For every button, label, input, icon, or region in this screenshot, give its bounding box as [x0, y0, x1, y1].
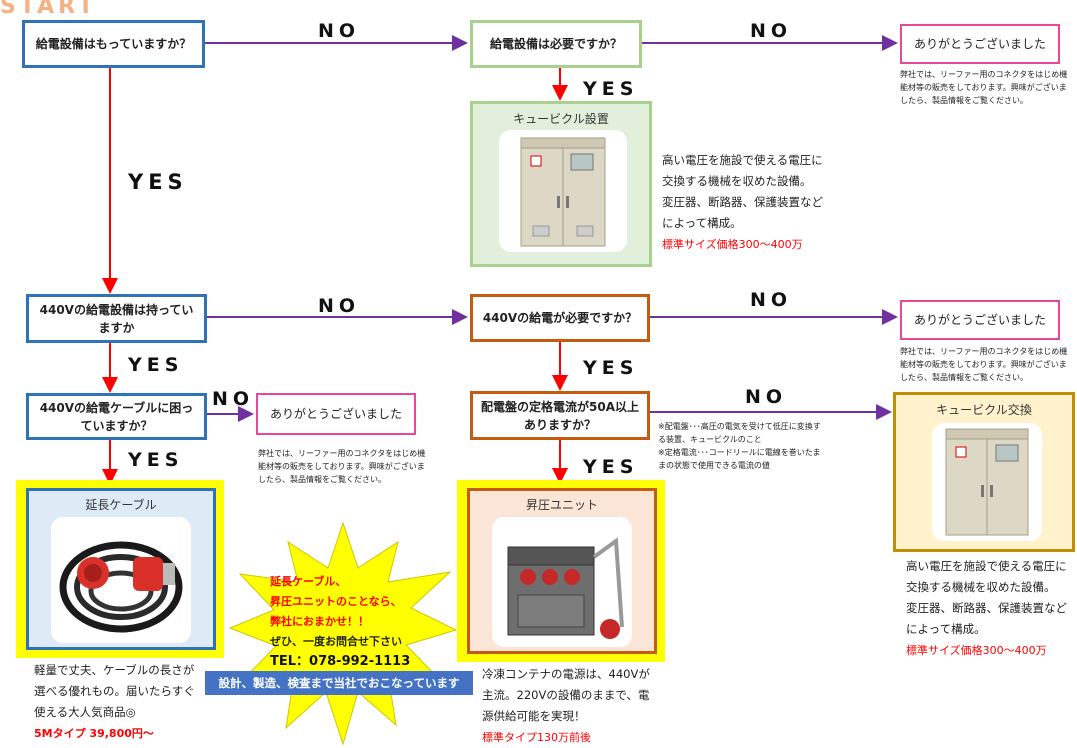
- definitions-note: ※配電盤･･･高圧の電気を受けて低圧に変換す る装置、キュービクルのこと ※定格…: [658, 422, 821, 470]
- cable-highlight-frame: 延長ケーブル: [16, 480, 224, 658]
- question-has-power-equipment[interactable]: 給電設備はもっていますか？: [22, 20, 205, 68]
- thanks-box-2[interactable]: ありがとうございました: [900, 300, 1060, 340]
- yes-label-q2: YES: [583, 78, 639, 100]
- no-label-6: NO: [745, 386, 788, 408]
- cubicle-replace-image: [932, 423, 1042, 541]
- cable-panel[interactable]: 延長ケーブル: [26, 488, 216, 650]
- booster-panel[interactable]: 昇圧ユニット: [467, 488, 657, 654]
- question-panel-rated-current[interactable]: 配電盤の定格電流が50A以上ありますか？: [470, 391, 650, 440]
- booster-title: 昇圧ユニット: [525, 498, 598, 512]
- no-label-3: NO: [318, 295, 361, 317]
- booster-price: 標準タイプ130万前後: [482, 731, 591, 744]
- cubicle-install-price: 標準サイズ価格300～400万: [662, 238, 803, 251]
- thanks-note-1: 弊社では、リーファー用のコネクタをはじめ機能材等の販売をしております。興味がござ…: [900, 70, 1068, 105]
- cubicle-install-description: 高い電圧を施設で使える電圧に 交換する機械を収めた設備。 変圧器、断路器、保護装…: [662, 150, 852, 255]
- promo-tel: TEL：078-992-1113: [270, 654, 411, 669]
- no-label-4: NO: [750, 289, 793, 311]
- no-label-1: NO: [318, 20, 361, 42]
- thanks-box-3[interactable]: ありがとうございました: [256, 393, 416, 435]
- yes-label-q1: YES: [128, 170, 188, 194]
- cubicle-replace-price: 標準サイズ価格300～400万: [906, 644, 1047, 657]
- thanks-note-2: 弊社では、リーファー用のコネクタをはじめ機能材等の販売をしております。興味がござ…: [900, 347, 1068, 382]
- booster-description: 冷凍コンテナの電源は、440Vが 主流。220Vの設備のままで、電 源供給可能を…: [482, 664, 667, 748]
- promo-starburst: [228, 521, 458, 746]
- booster-image: [492, 517, 632, 647]
- cubicle-replace-title: キュービクル交換: [936, 403, 1032, 417]
- yes-label-q6: YES: [583, 456, 639, 478]
- question-440v-cable-trouble[interactable]: 440Vの給電ケーブルに困っていますか？: [26, 393, 207, 440]
- thanks-box-1[interactable]: ありがとうございました: [900, 24, 1060, 64]
- start-label: START: [0, 0, 98, 19]
- no-label-5: NO: [212, 388, 255, 410]
- question-need-power-equipment[interactable]: 給電設備は必要ですか？: [470, 20, 642, 68]
- cable-price: 5Mタイプ 39,800円～: [34, 727, 154, 740]
- question-has-440v-equipment[interactable]: 440Vの給電設備は持っていますか: [26, 294, 207, 343]
- cubicle-replace-description: 高い電圧を施設で使える電圧に 交換する機械を収めた設備。 変圧器、断路器、保護装…: [906, 556, 1077, 661]
- cable-image: [51, 517, 191, 643]
- cubicle-image: [499, 130, 627, 252]
- cable-title: 延長ケーブル: [85, 498, 157, 512]
- question-need-440v[interactable]: 440Vの給電が必要ですか？: [470, 294, 650, 342]
- yes-label-q4: YES: [583, 357, 639, 379]
- yes-label-q5: YES: [128, 449, 184, 471]
- cubicle-install-title: キュービクル設置: [513, 112, 609, 126]
- cubicle-replace-panel[interactable]: キュービクル交換: [893, 392, 1075, 552]
- yes-label-q3: YES: [128, 354, 184, 376]
- banner-manufacturing: 設計、製造、検査まで当社でおこなっています: [205, 671, 473, 695]
- no-label-2: NO: [750, 20, 793, 42]
- promo-text: 延長ケーブル、 昇圧ユニットのことなら、 弊社におまかせ！！ ぜひ、一度お問合せ…: [270, 572, 450, 672]
- cubicle-install-panel[interactable]: キュービクル設置: [470, 101, 652, 267]
- thanks-note-3: 弊社では、リーファー用のコネクタをはじめ機能材等の販売をしております。興味がござ…: [258, 449, 426, 484]
- cable-description: 軽量で丈夫、ケーブルの長さが 選べる優れもの。届いたらすぐ 使える大人気商品◎ …: [34, 660, 234, 744]
- booster-highlight-frame: 昇圧ユニット: [457, 480, 665, 662]
